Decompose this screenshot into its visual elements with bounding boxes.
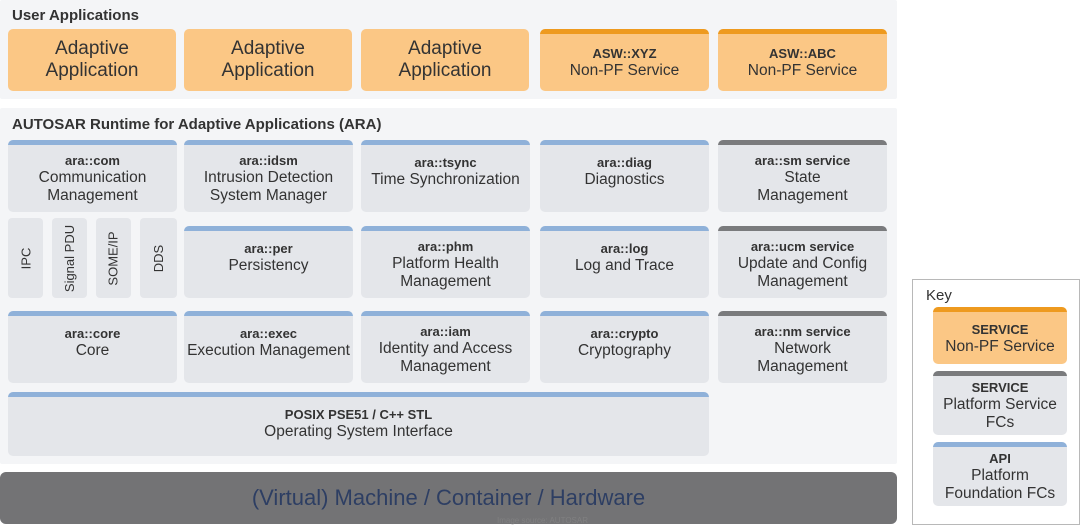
protocol-dds: DDS bbox=[140, 218, 177, 298]
ara-nm-line1: Network bbox=[774, 340, 831, 357]
key-title: Key bbox=[926, 287, 952, 304]
service-api-name: ASW::ABC bbox=[769, 46, 836, 61]
service-label: Non-PF Service bbox=[569, 62, 680, 79]
ara-ucm-line1: Update and Config bbox=[737, 255, 868, 272]
ara-log-api: ara::log bbox=[600, 241, 649, 256]
ara-crypto-line1: Cryptography bbox=[577, 342, 672, 359]
ara-ucm-api: ara::ucm service bbox=[750, 239, 855, 254]
user-applications-title: User Applications bbox=[12, 7, 139, 24]
ara-idsm-line1: Intrusion Detection bbox=[203, 169, 334, 186]
key-item-head: API bbox=[989, 451, 1011, 466]
ara-tsync-line1: Time Synchronization bbox=[371, 171, 520, 188]
protocol-label: Signal PDU bbox=[62, 224, 78, 292]
adaptive-application-line1: Adaptive bbox=[408, 38, 482, 59]
ara-per-block: ara::per Persistency bbox=[184, 226, 353, 298]
ara-ucm-line2: Management bbox=[757, 273, 848, 290]
posix-api: POSIX PSE51 / C++ STL bbox=[284, 407, 433, 422]
ara-title: AUTOSAR Runtime for Adaptive Application… bbox=[12, 116, 382, 133]
ara-nm-block: ara::nm service Network Management bbox=[718, 311, 887, 383]
ara-diag-line1: Diagnostics bbox=[584, 171, 665, 188]
protocol-label: DDS bbox=[150, 244, 166, 272]
ara-sm-line2: Management bbox=[757, 187, 848, 204]
adaptive-application-3: Adaptive Application bbox=[361, 29, 529, 91]
ara-com-line1: Communication bbox=[38, 169, 147, 186]
key-item-non-pf-service: SERVICE Non-PF Service bbox=[933, 307, 1067, 364]
ara-idsm-api: ara::idsm bbox=[239, 153, 298, 168]
service-asw-abc: ASW::ABC Non-PF Service bbox=[718, 29, 887, 91]
ara-phm-block: ara::phm Platform Health Management bbox=[361, 226, 530, 298]
ara-com-line2: Management bbox=[47, 187, 138, 204]
adaptive-application-2: Adaptive Application bbox=[184, 29, 352, 91]
adaptive-application-line1: Adaptive bbox=[55, 38, 129, 59]
ara-nm-line2: Management bbox=[757, 358, 848, 375]
key-item-line1: Platform Service bbox=[943, 396, 1057, 413]
ara-sm-line1: State bbox=[784, 169, 821, 186]
ara-log-line1: Log and Trace bbox=[574, 257, 675, 274]
hardware-layer: (Virtual) Machine / Container / Hardware bbox=[0, 472, 897, 524]
ara-tsync-block: ara::tsync Time Synchronization bbox=[361, 140, 530, 212]
ara-sm-api: ara::sm service bbox=[754, 153, 851, 168]
ara-ucm-block: ara::ucm service Update and Config Manag… bbox=[718, 226, 887, 298]
key-item-head: SERVICE bbox=[971, 380, 1029, 395]
ara-com-block: ara::com Communication Management bbox=[8, 140, 177, 212]
key-item-platform-service: SERVICE Platform Service FCs bbox=[933, 371, 1067, 435]
ara-core-api: ara::core bbox=[64, 326, 121, 341]
ara-phm-api: ara::phm bbox=[417, 239, 474, 254]
ara-per-line1: Persistency bbox=[228, 257, 309, 274]
service-asw-xyz: ASW::XYZ Non-PF Service bbox=[540, 29, 709, 91]
ara-phm-line2: Management bbox=[400, 273, 491, 290]
ara-per-api: ara::per bbox=[244, 241, 293, 256]
ara-exec-block: ara::exec Execution Management bbox=[184, 311, 353, 383]
ara-com-api: ara::com bbox=[65, 153, 120, 168]
adaptive-application-line2: Application bbox=[221, 60, 315, 81]
adaptive-application-1: Adaptive Application bbox=[8, 29, 176, 91]
ara-tsync-api: ara::tsync bbox=[414, 155, 477, 170]
ara-core-line1: Core bbox=[75, 342, 110, 359]
ara-crypto-block: ara::crypto Cryptography bbox=[540, 311, 709, 383]
ara-iam-line2: Management bbox=[400, 358, 491, 375]
ara-idsm-block: ara::idsm Intrusion Detection System Man… bbox=[184, 140, 353, 212]
protocol-some-ip: SOME/IP bbox=[96, 218, 131, 298]
image-credit: Image source: AUTOSAR bbox=[497, 516, 588, 525]
protocol-ipc: IPC bbox=[8, 218, 43, 298]
ara-exec-line1: Execution Management bbox=[187, 342, 350, 359]
key-item-api: API Platform Foundation FCs bbox=[933, 442, 1067, 506]
ara-core-block: ara::core Core bbox=[8, 311, 177, 383]
ara-crypto-api: ara::crypto bbox=[590, 326, 659, 341]
ara-nm-api: ara::nm service bbox=[754, 324, 851, 339]
ara-exec-api: ara::exec bbox=[239, 326, 298, 341]
service-api-name: ASW::XYZ bbox=[592, 46, 657, 61]
ara-sm-block: ara::sm service State Management bbox=[718, 140, 887, 212]
hardware-label: (Virtual) Machine / Container / Hardware bbox=[251, 485, 646, 510]
ara-idsm-line2: System Manager bbox=[209, 187, 328, 204]
key-item-line2: FCs bbox=[985, 414, 1015, 431]
posix-line1: Operating System Interface bbox=[264, 423, 453, 440]
protocol-signal-pdu: Signal PDU bbox=[52, 218, 87, 298]
ara-phm-line1: Platform Health bbox=[392, 255, 499, 272]
protocol-label: IPC bbox=[17, 247, 33, 269]
key-item-head: SERVICE bbox=[971, 321, 1029, 337]
ara-iam-api: ara::iam bbox=[420, 324, 471, 339]
service-label: Non-PF Service bbox=[747, 62, 858, 79]
adaptive-application-line2: Application bbox=[45, 60, 139, 81]
ara-iam-line1: Identity and Access bbox=[378, 340, 513, 357]
protocol-label: SOME/IP bbox=[106, 230, 121, 286]
adaptive-application-line2: Application bbox=[398, 60, 492, 81]
posix-os-interface-block: POSIX PSE51 / C++ STL Operating System I… bbox=[8, 392, 709, 456]
ara-log-block: ara::log Log and Trace bbox=[540, 226, 709, 298]
key-item-line1: Non-PF Service bbox=[945, 337, 1055, 355]
ara-iam-block: ara::iam Identity and Access Management bbox=[361, 311, 530, 383]
ara-diag-api: ara::diag bbox=[597, 155, 652, 170]
key-item-line2: Foundation FCs bbox=[944, 485, 1056, 502]
ara-diag-block: ara::diag Diagnostics bbox=[540, 140, 709, 212]
adaptive-application-line1: Adaptive bbox=[231, 38, 305, 59]
key-item-line1: Platform bbox=[971, 467, 1029, 484]
